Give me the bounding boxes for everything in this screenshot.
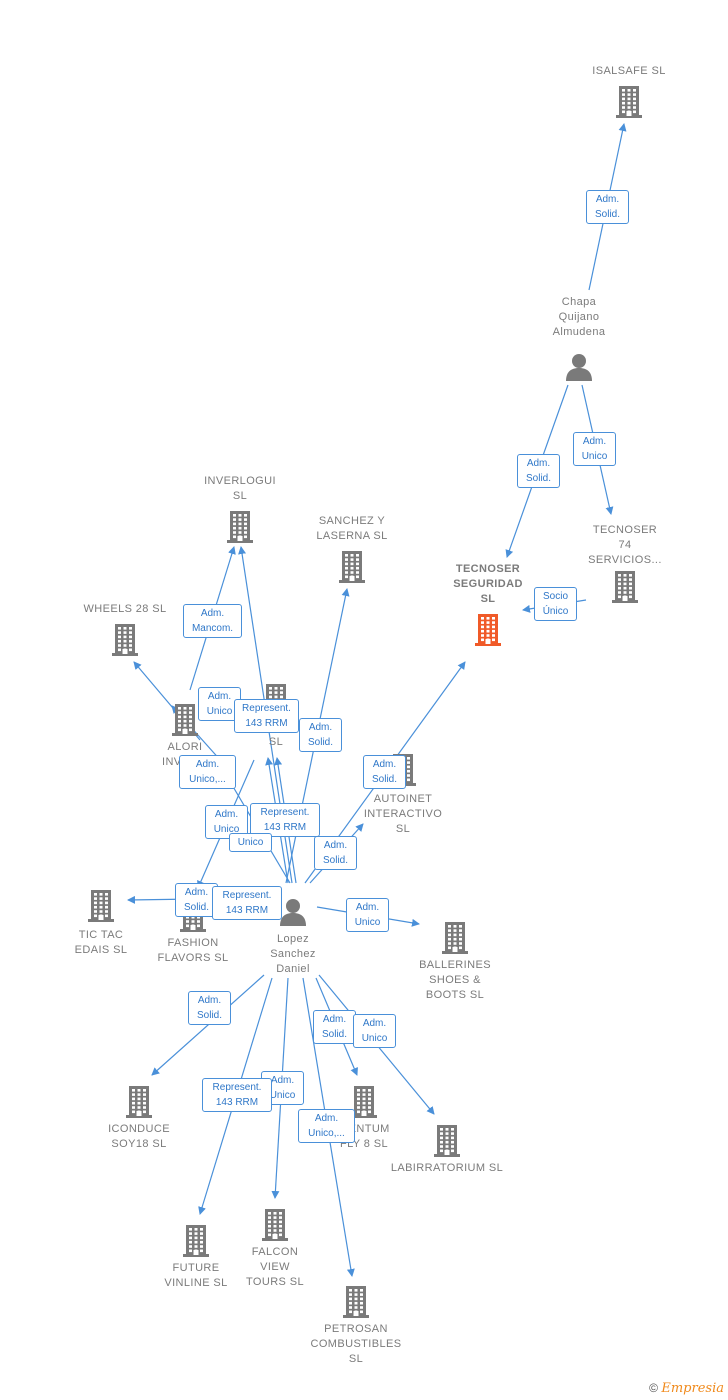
relation-label[interactable]: Adm. Solid.	[299, 718, 342, 752]
building-icon[interactable]	[610, 570, 640, 609]
company-name[interactable]: TECNOSER SEGURIDAD SL	[453, 563, 523, 605]
relation-label[interactable]: Adm. Solid.	[517, 454, 560, 488]
person-name[interactable]: Lopez Sanchez Daniel	[270, 933, 316, 975]
footer-brand: © Empresia	[649, 1381, 724, 1396]
building-icon[interactable]	[341, 1285, 371, 1324]
relation-label[interactable]: Adm. Solid.	[314, 836, 357, 870]
relation-label[interactable]: Adm. Unico,...	[179, 755, 236, 789]
company-name[interactable]: FUTURE VINLINE SL	[164, 1262, 228, 1289]
relation-label[interactable]: Adm. Solid.	[363, 755, 406, 789]
relation-label[interactable]: Adm. Unico	[346, 898, 389, 932]
relation-label[interactable]: Adm. Mancom.	[183, 604, 242, 638]
building-icon[interactable]	[473, 613, 503, 652]
building-icon[interactable]	[170, 703, 200, 742]
relation-label[interactable]: Adm. Solid.	[586, 190, 629, 224]
building-icon[interactable]	[110, 623, 140, 662]
relation-label[interactable]: Unico	[229, 833, 272, 852]
building-icon[interactable]	[337, 550, 367, 589]
building-icon[interactable]	[124, 1085, 154, 1124]
brand-logo-text[interactable]: Empresia	[661, 1381, 724, 1396]
company-name[interactable]: TECNOSER 74 SERVICIOS...	[588, 524, 662, 566]
building-icon[interactable]	[432, 1124, 462, 1163]
company-name[interactable]: WHEELS 28 SL	[83, 603, 167, 615]
relation-label[interactable]: Adm. Unico	[573, 432, 616, 466]
relation-label[interactable]: Socio Único	[534, 587, 577, 621]
building-icon[interactable]	[260, 1208, 290, 1247]
company-name[interactable]: TIC TAC EDAIS SL	[74, 929, 128, 956]
person-icon[interactable]	[278, 897, 308, 932]
company-name[interactable]: SANCHEZ Y LASERNA SL	[316, 515, 388, 542]
company-name[interactable]: INVERLOGUI SL	[204, 475, 276, 502]
person-icon[interactable]	[564, 352, 594, 387]
company-name[interactable]: LABIRRATORIUM SL	[390, 1162, 504, 1174]
relation-label[interactable]: Represent. 143 RRM	[212, 886, 282, 920]
person-name[interactable]: Chapa Quijano Almudena	[552, 296, 606, 338]
relation-label[interactable]: Adm. Solid.	[175, 883, 218, 917]
company-name[interactable]: ICONDUCE SOY18 SL	[108, 1123, 170, 1150]
building-icon[interactable]	[225, 510, 255, 549]
company-name[interactable]: ISALSAFE SL	[592, 65, 666, 77]
relation-label[interactable]: Adm. Solid.	[188, 991, 231, 1025]
building-icon[interactable]	[349, 1085, 379, 1124]
building-icon[interactable]	[86, 889, 116, 928]
relation-label[interactable]: Adm. Unico,...	[298, 1109, 355, 1143]
company-name[interactable]: FALCON VIEW TOURS SL	[245, 1246, 304, 1288]
building-icon[interactable]	[181, 1224, 211, 1263]
relation-label[interactable]: Represent. 143 RRM	[234, 699, 299, 733]
building-icon[interactable]	[440, 921, 470, 960]
relation-label[interactable]: Adm. Unico	[353, 1014, 396, 1048]
relation-label[interactable]: Represent. 143 RRM	[202, 1078, 272, 1112]
company-name[interactable]: FASHION FLAVORS SL	[157, 937, 229, 964]
connection-line	[151, 974, 265, 1076]
relation-label[interactable]: Adm. Solid.	[313, 1010, 356, 1044]
company-name[interactable]: BALLERINES SHOES & BOOTS SL	[419, 959, 491, 1001]
copyright-symbol: ©	[649, 1381, 659, 1395]
relation-label[interactable]: Represent. 143 RRM	[250, 803, 320, 837]
company-name[interactable]: AUTOINET INTERACTIVO SL	[363, 793, 443, 835]
company-name[interactable]: PETROSAN COMBUSTIBLES SL	[310, 1323, 402, 1365]
building-icon[interactable]	[614, 85, 644, 124]
